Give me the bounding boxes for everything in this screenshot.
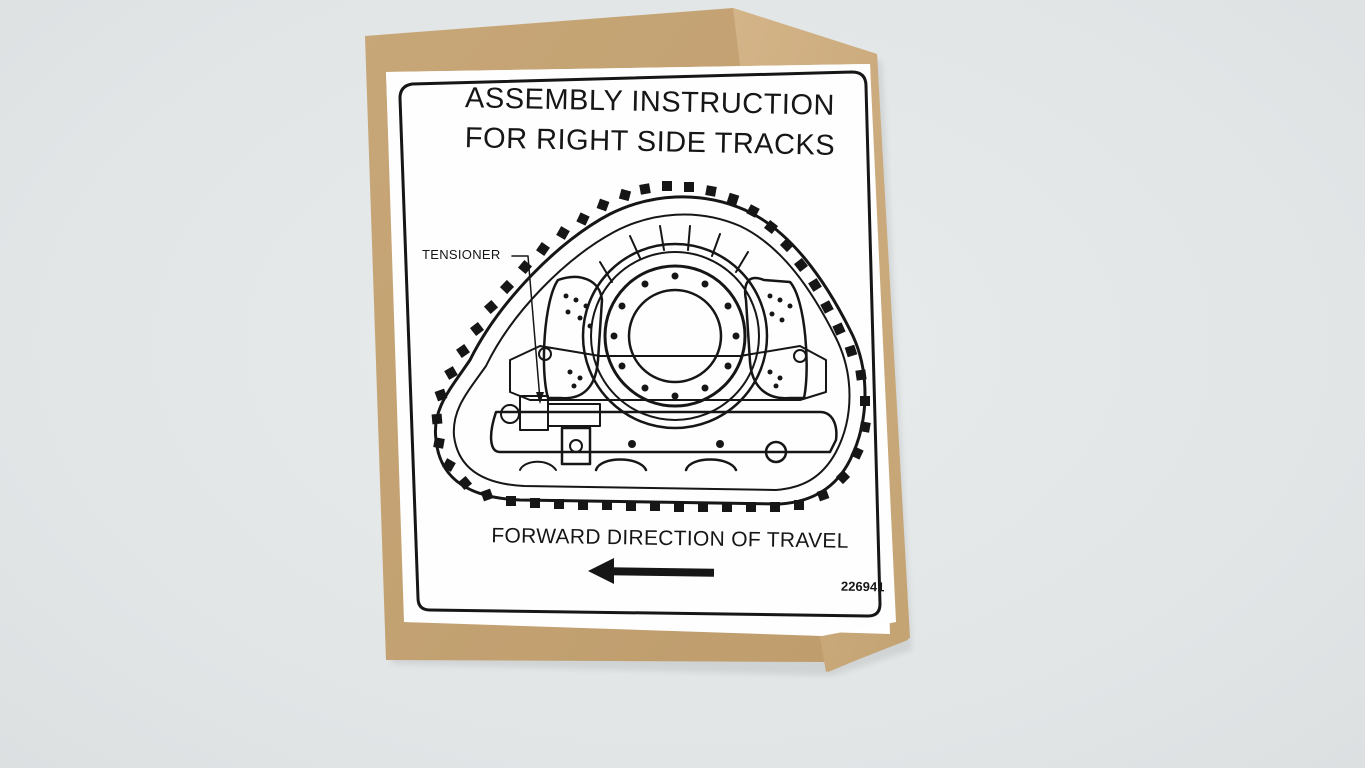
track-assembly-diagram bbox=[431, 181, 871, 512]
decal-border bbox=[398, 70, 882, 618]
tensioner-callout-label: TENSIONER bbox=[422, 247, 501, 262]
part-number-label: 226941 bbox=[840, 578, 885, 595]
forward-arrow-icon bbox=[588, 558, 715, 584]
